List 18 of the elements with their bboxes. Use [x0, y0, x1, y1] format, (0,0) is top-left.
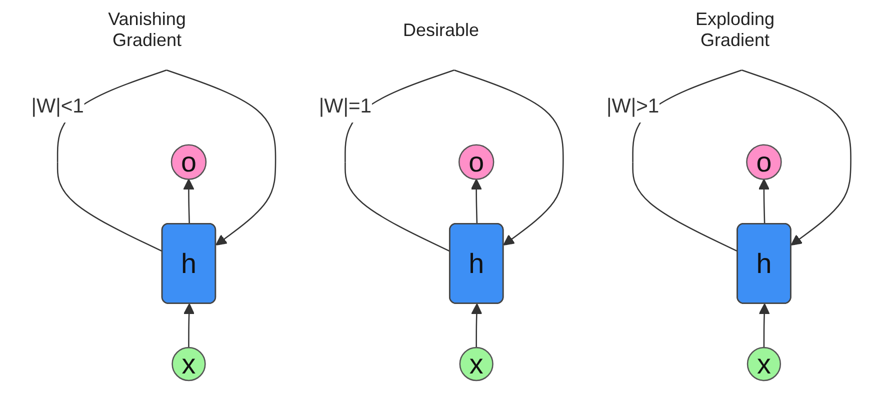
- arrow: [183, 178, 194, 224]
- node-circle: x: [172, 346, 206, 382]
- arrow: [184, 303, 195, 348]
- edge-label: |W|=1: [318, 96, 372, 118]
- node-circle: x: [459, 346, 494, 382]
- panel-title: Vanishing Gradient: [107, 9, 187, 51]
- arrow: [758, 178, 770, 224]
- arrow: [758, 303, 770, 348]
- panel-title: Desirable: [402, 20, 480, 40]
- node-circle: x: [746, 346, 782, 382]
- edge-label: |W|<1: [31, 96, 84, 118]
- edge-label: |W|>1: [606, 96, 660, 118]
- node-circle: o: [170, 144, 207, 180]
- arrow: [470, 178, 482, 224]
- node-circle: o: [746, 144, 782, 180]
- panel-title: Exploding Gradient: [694, 9, 776, 51]
- node-circle: o: [458, 144, 494, 180]
- arrow: [471, 303, 482, 348]
